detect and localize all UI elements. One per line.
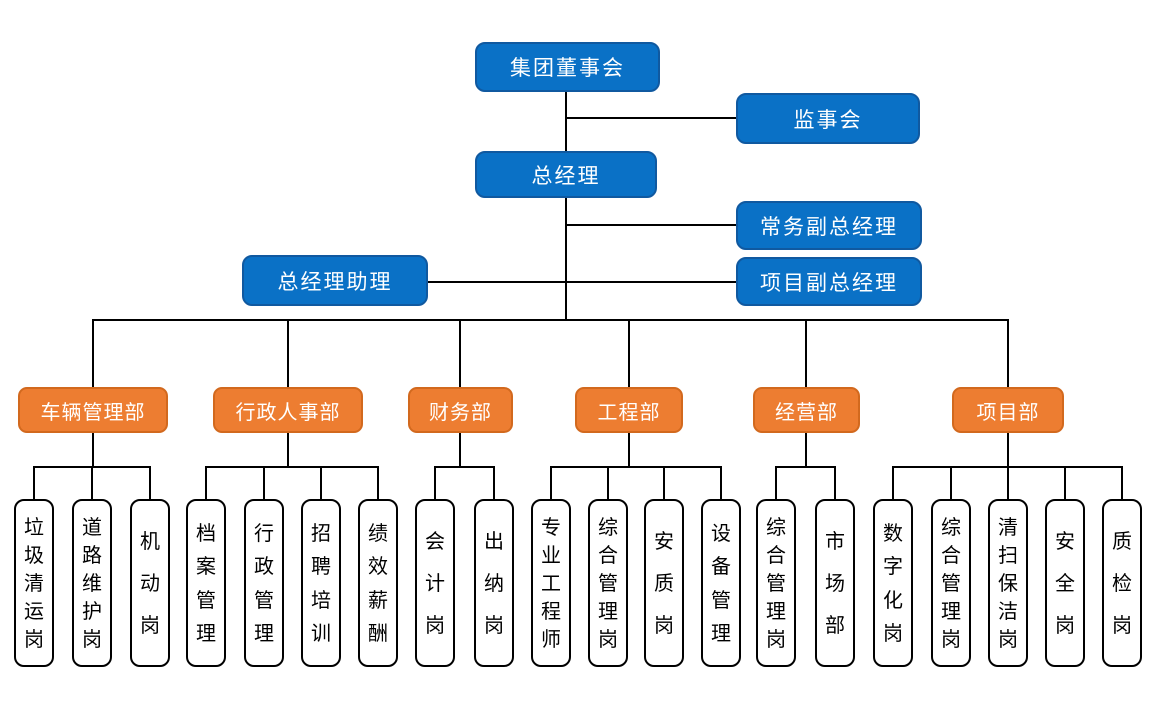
post-accounting: 会计岗 xyxy=(415,499,455,667)
connector-child-stub xyxy=(91,466,93,500)
dept-project: 项目部 xyxy=(952,387,1064,433)
connector-dept-stub xyxy=(628,320,630,387)
dept-engineering: 工程部 xyxy=(575,387,683,433)
connector-child-stub xyxy=(950,466,952,500)
connector-child-stub xyxy=(320,466,322,500)
connector-child-rail xyxy=(206,466,378,468)
node-general-manager: 总经理 xyxy=(475,151,657,198)
post-market: 市场部 xyxy=(815,499,855,667)
dept-vehicle-management: 车辆管理部 xyxy=(18,387,168,433)
connector-child-stub xyxy=(775,466,777,500)
post-equipment-management: 设备管理 xyxy=(701,499,741,667)
connector-child-rail xyxy=(776,466,835,468)
connector-child-stub xyxy=(33,466,35,500)
connector-dept-down xyxy=(628,433,630,468)
connector-dept-stub xyxy=(1007,320,1009,387)
connector-child-stub xyxy=(892,466,894,500)
post-admin-management: 行政管理 xyxy=(244,499,284,667)
post-general-management-eng: 综合管理岗 xyxy=(588,499,628,667)
connector-dept-down xyxy=(287,433,289,468)
post-safety-quality: 安质岗 xyxy=(644,499,684,667)
connector-dept-stub xyxy=(287,320,289,387)
post-road-maintenance: 道路维护岗 xyxy=(72,499,112,667)
connector-child-stub xyxy=(377,466,379,500)
connector-assistant-projdeputy xyxy=(427,281,738,283)
connector-child-stub xyxy=(149,466,151,500)
node-gm-assistant: 总经理助理 xyxy=(242,255,428,306)
connector-dept-down xyxy=(92,433,94,468)
node-project-deputy-gm: 项目副总经理 xyxy=(736,257,922,306)
connector-dept-stub xyxy=(459,320,461,387)
node-supervisory-board: 监事会 xyxy=(736,93,920,144)
post-safety: 安全岗 xyxy=(1045,499,1085,667)
connector-child-stub xyxy=(663,466,665,500)
post-garbage-removal: 垃圾清运岗 xyxy=(14,499,54,667)
post-digitalization: 数字化岗 xyxy=(873,499,913,667)
connector-child-stub xyxy=(720,466,722,500)
connector-exec-deputy xyxy=(566,224,738,226)
post-archive-management: 档案管理 xyxy=(186,499,226,667)
connector-dept-down xyxy=(805,433,807,468)
post-professional-engineer: 专业工程师 xyxy=(531,499,571,667)
connector-child-stub xyxy=(1064,466,1066,500)
post-cashier: 出纳岗 xyxy=(474,499,514,667)
post-mobile: 机动岗 xyxy=(130,499,170,667)
connector-child-stub xyxy=(834,466,836,500)
dept-admin-hr: 行政人事部 xyxy=(213,387,363,433)
post-cleaning: 清扫保洁岗 xyxy=(988,499,1028,667)
post-general-management-ops: 综合管理岗 xyxy=(756,499,796,667)
connector-dept-stub xyxy=(805,320,807,387)
connector-trunk xyxy=(565,92,567,321)
connector-child-stub xyxy=(550,466,552,500)
post-recruit-training: 招聘培训 xyxy=(301,499,341,667)
node-executive-deputy-gm: 常务副总经理 xyxy=(736,201,922,250)
connector-main-rail xyxy=(92,319,1009,321)
connector-child-stub xyxy=(607,466,609,500)
post-quality-inspection: 质检岗 xyxy=(1102,499,1142,667)
connector-dept-stub xyxy=(92,320,94,387)
connector-child-rail xyxy=(435,466,494,468)
dept-operations: 经营部 xyxy=(753,387,860,433)
connector-supervisory xyxy=(566,117,738,119)
connector-child-stub xyxy=(263,466,265,500)
node-board: 集团董事会 xyxy=(475,42,660,92)
connector-child-stub xyxy=(434,466,436,500)
connector-child-stub xyxy=(205,466,207,500)
dept-finance: 财务部 xyxy=(408,387,513,433)
connector-child-stub xyxy=(493,466,495,500)
connector-child-stub xyxy=(1121,466,1123,500)
post-general-management-proj: 综合管理岗 xyxy=(931,499,971,667)
connector-dept-down xyxy=(459,433,461,468)
connector-dept-down xyxy=(1007,433,1009,468)
post-performance-pay: 绩效薪酬 xyxy=(358,499,398,667)
connector-child-rail xyxy=(551,466,721,468)
connector-child-stub xyxy=(1007,466,1009,500)
